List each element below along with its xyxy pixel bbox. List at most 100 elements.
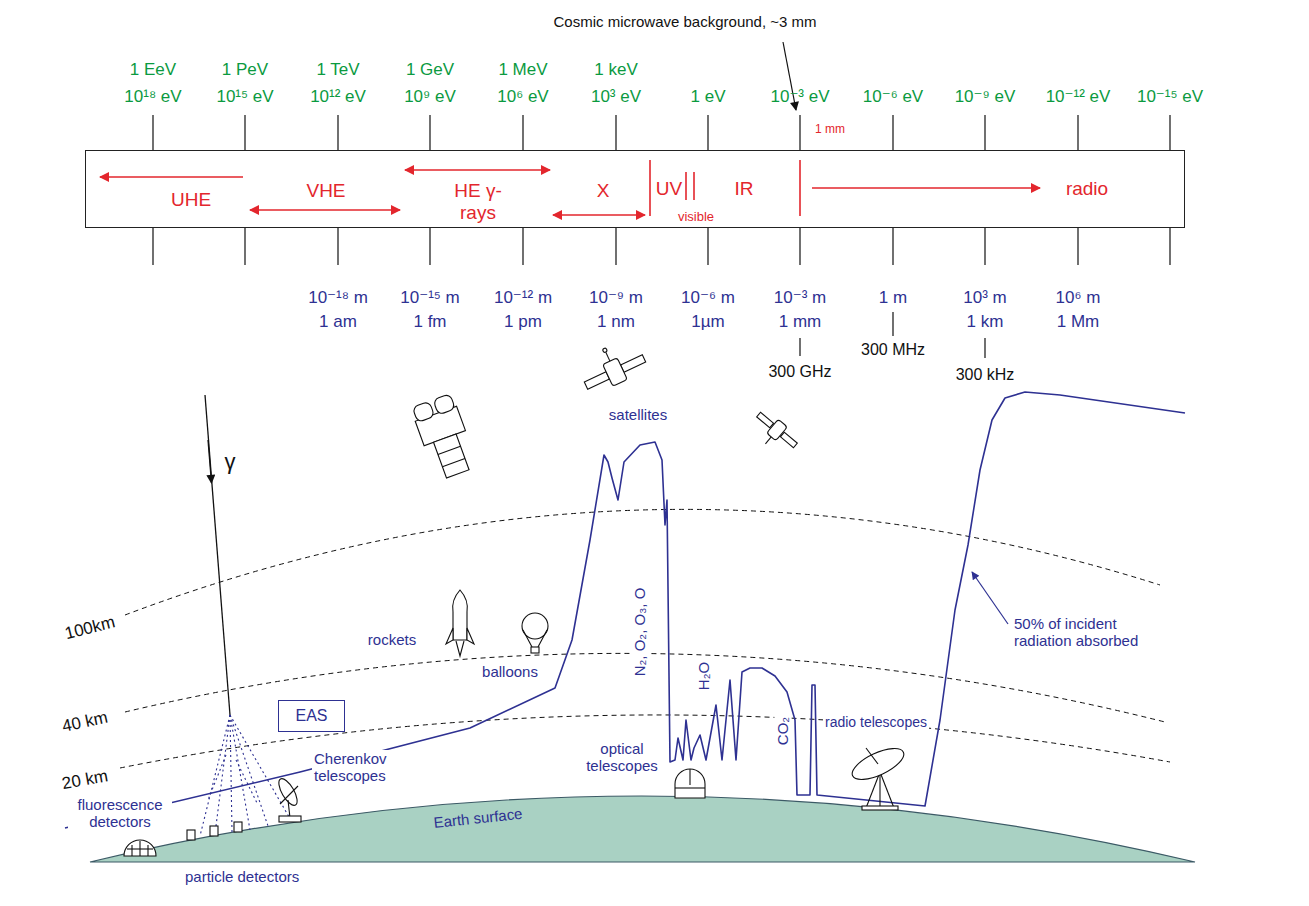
spectrum-band: UHEVHEHE γ-raysXUVvisibleIRradio (85, 150, 1185, 228)
tick (892, 228, 893, 265)
tick (707, 115, 708, 150)
frequency-label: 300 GHz (768, 363, 831, 381)
telescope-leg (880, 772, 894, 808)
telescope-base (279, 816, 301, 822)
energy-label: 10⁻¹⁵ eV (1137, 87, 1203, 107)
band-range-label: IR (735, 178, 754, 200)
solar-panel (434, 434, 470, 478)
altitude-label: 20 km (61, 766, 110, 793)
band-range-label: visible (678, 210, 714, 225)
eas-box: EAS (278, 700, 345, 732)
energy-label: 10⁻⁶ eV (863, 87, 923, 107)
cherenkov-telescope-icon (275, 776, 301, 822)
particle-detector (187, 830, 195, 840)
solar-panel (780, 432, 797, 448)
scale-ticks (153, 115, 1170, 358)
wavelength-label: 1 mm (779, 312, 822, 332)
note-label: 50% of incident radiation absorbed (1012, 615, 1168, 650)
tick (984, 115, 985, 150)
altitude-lines (120, 509, 1170, 768)
tick (799, 115, 800, 150)
energy-label: 1 PeV (222, 60, 268, 80)
tick (1169, 115, 1170, 150)
shower-line (215, 715, 230, 834)
shower-line (208, 755, 226, 800)
wavelength-label: 10⁻⁶ m (681, 288, 735, 308)
dome-grid (127, 848, 153, 849)
solar-panel (584, 372, 609, 389)
platform-label: rockets (366, 631, 418, 648)
wavelength-label: 10⁻¹⁸ m (308, 288, 368, 308)
band-range-label: radio (1066, 178, 1108, 200)
satellite-telescope (412, 401, 434, 422)
solar-panel (757, 412, 774, 428)
tick (429, 115, 430, 150)
tick (799, 228, 800, 265)
tick (244, 228, 245, 265)
energy-label: 10¹⁵ eV (216, 87, 273, 107)
range-divider (799, 160, 801, 216)
balloon-rope (538, 630, 547, 647)
band-mark-label: 1 mm (815, 123, 845, 137)
energy-label: 10⁻¹² eV (1046, 87, 1111, 107)
detector-dome (124, 840, 156, 856)
dome-base-line (675, 787, 705, 788)
range-arrow (250, 209, 400, 211)
gamma-ray (205, 395, 230, 715)
range-arrow (812, 187, 1040, 189)
balloon-rope (523, 630, 532, 647)
range-arrow (405, 169, 550, 171)
gamma-arrow (208, 440, 212, 483)
gamma-track (205, 395, 230, 715)
tick (522, 115, 523, 150)
band-range-label: UV (656, 178, 682, 200)
satellite-icon (410, 393, 478, 481)
satellite-body (767, 419, 788, 441)
rocket-body (453, 590, 468, 640)
frequency-label: 300 MHz (861, 341, 925, 359)
particle-detector (210, 826, 218, 836)
tick (707, 228, 708, 265)
satellite-body (603, 358, 628, 387)
platform-label: balloons (480, 663, 540, 680)
energy-label: 1 keV (594, 60, 637, 80)
band-range-label: X (597, 180, 610, 202)
absorber-label: H₂O (695, 660, 712, 692)
rocket-icon (446, 590, 474, 656)
fluorescence-detector-icon (124, 840, 156, 856)
energy-label: 1 eV (691, 87, 726, 107)
energy-label: 1 GeV (406, 60, 454, 80)
instrument-label: optical telescopes (580, 740, 664, 775)
tick (1077, 115, 1078, 150)
energy-label: 10¹² eV (310, 87, 366, 107)
wavelength-label: 10⁻¹² m (494, 288, 552, 308)
telescope-leg (879, 772, 880, 808)
range-divider (649, 160, 651, 216)
particle-detector-icons (187, 822, 242, 840)
instrument-label: radio telescopes (823, 714, 929, 730)
solar-panel (621, 355, 646, 372)
radio-dish (848, 742, 908, 786)
air-shower (200, 715, 292, 836)
optical-telescope-icon (675, 769, 705, 798)
wavelength-label: 10⁻³ m (774, 288, 826, 308)
shower-line (236, 760, 258, 805)
tick (892, 115, 893, 150)
tick (984, 228, 985, 265)
dome-slit (689, 769, 690, 785)
callout-text: Cosmic microwave background, ~3 mm (553, 13, 816, 30)
wavelength-label: 1 Mm (1057, 312, 1100, 332)
band-range-label: UHE (171, 189, 211, 211)
frequency-tick (984, 338, 985, 358)
range-divider (685, 172, 687, 200)
leader-arrow (972, 572, 1008, 624)
wavelength-label: 1 km (967, 312, 1004, 332)
tick (1077, 228, 1078, 265)
platform-label: satellites (607, 406, 669, 423)
energy-label: 1 EeV (130, 60, 176, 80)
frequency-tick (799, 338, 800, 356)
wavelength-label: 1 fm (413, 312, 446, 332)
energy-label: 1 MeV (498, 60, 547, 80)
satellite-icon (747, 408, 801, 460)
